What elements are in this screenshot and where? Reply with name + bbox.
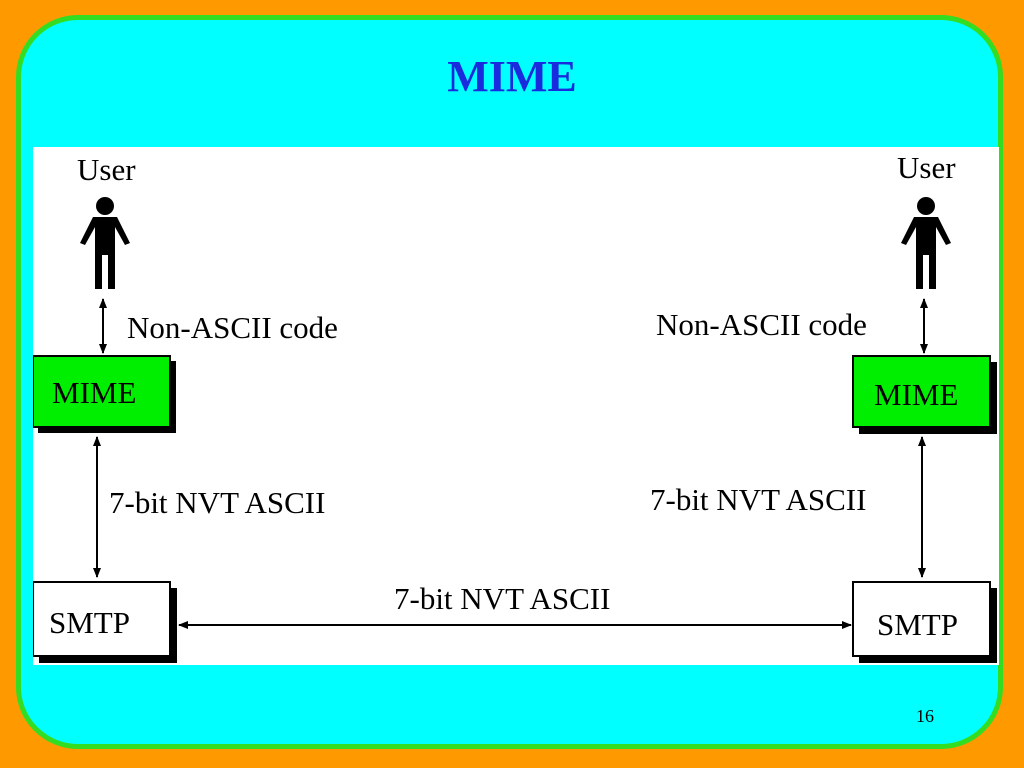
- smtp-smtp-label: 7-bit NVT ASCII: [394, 581, 610, 616]
- right-mime-smtp-label: 7-bit NVT ASCII: [650, 482, 866, 517]
- left-user-mime-label: Non-ASCII code: [127, 310, 338, 345]
- left-smtp-label: SMTP: [49, 605, 130, 640]
- slide-title: MIME: [447, 52, 577, 101]
- right-person-icon: [901, 197, 951, 289]
- page-number: 16: [916, 706, 934, 726]
- left-mime-smtp-label: 7-bit NVT ASCII: [109, 485, 325, 520]
- left-user-label: User: [77, 152, 136, 187]
- right-smtp-label: SMTP: [877, 607, 958, 642]
- right-user-mime-label: Non-ASCII code: [656, 307, 867, 342]
- left-person-icon: [80, 197, 130, 289]
- left-mime-label: MIME: [52, 375, 136, 410]
- right-mime-label: MIME: [874, 377, 958, 412]
- left-smtp-box: SMTP: [33, 581, 177, 663]
- left-mime-box: MIME: [33, 355, 176, 433]
- mime-diagram: User Non-ASCII code MIME 7-bit NVT ASCII…: [33, 147, 999, 665]
- right-mime-box: MIME: [852, 355, 997, 434]
- right-smtp-box: SMTP: [852, 581, 997, 663]
- right-user-label: User: [897, 150, 956, 185]
